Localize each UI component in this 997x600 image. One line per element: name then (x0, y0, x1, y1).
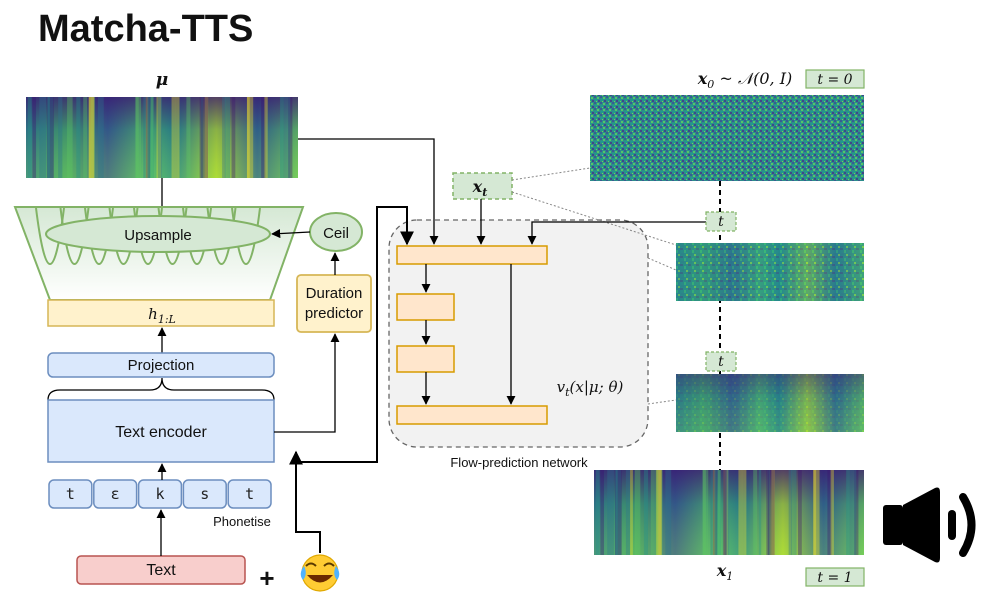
h-box: h1:L (47, 299, 275, 327)
text-encoder-box: Text encoder (47, 399, 275, 463)
x1-spectrogram (594, 470, 864, 555)
t-badge-upper: t (705, 211, 737, 232)
xt-box: xt (452, 172, 513, 200)
flow-block-bottom (396, 405, 548, 425)
plus-sign: + (259, 563, 274, 593)
phoneme-box: t (227, 479, 272, 509)
ceil-label: Ceil (323, 225, 349, 242)
t0-badge: t = 0 (805, 69, 865, 89)
text-input-box: Text (76, 555, 246, 585)
xt-spectrogram-2 (676, 374, 864, 432)
xt-label: x (472, 177, 483, 196)
x1-label: x1 (716, 561, 734, 583)
phoneme-box: t (48, 479, 93, 509)
xt-spectrogram-1 (676, 243, 864, 301)
phoneme-box: k (137, 479, 183, 509)
flow-label: Flow-prediction network (450, 455, 588, 470)
phoneme-box: s (182, 479, 227, 509)
svg-text:t: t (718, 354, 724, 370)
speaker-icon (883, 487, 976, 563)
phoneme-label: ɛ (111, 485, 120, 503)
svg-text:t = 0: t = 0 (817, 72, 852, 88)
t-badge-lower: t (705, 351, 737, 372)
duration-predictor-box: Duration predictor (296, 274, 372, 333)
vt-label: v (557, 378, 566, 396)
mu-label: μ (156, 70, 168, 90)
svg-text:t: t (718, 214, 724, 230)
h-sub: 1:L (158, 313, 176, 326)
phoneme-label: t (245, 485, 254, 503)
h-label: h (148, 305, 158, 323)
phonetise-label: Phonetise (213, 514, 271, 529)
phoneme-box: ɛ (93, 479, 138, 509)
svg-text:t = 1: t = 1 (817, 570, 852, 586)
phoneme-label: t (66, 485, 75, 503)
text-label: Text (146, 562, 176, 579)
phoneme-label: s (200, 485, 209, 503)
ceil-node: Ceil (309, 212, 363, 252)
text-encoder-label: Text encoder (115, 424, 207, 441)
phoneme-label: k (155, 485, 164, 503)
x0-label: x0 ~ 𝒩(0, I) (697, 69, 793, 91)
mu-spectrogram (26, 97, 298, 178)
svg-text:xt: xt (472, 177, 488, 199)
flow-prediction-panel: Flow-prediction network vt(x|μ; θ) (388, 219, 649, 470)
svg-text:vt(x|μ; θ): vt(x|μ; θ) (557, 378, 624, 399)
flow-block-top (396, 245, 548, 265)
page-title: Matcha-TTS (38, 8, 254, 50)
t1-badge: t = 1 (805, 567, 865, 587)
projection-box: Projection (47, 352, 275, 378)
flow-block-2 (396, 345, 455, 373)
emoji-icon (300, 554, 340, 592)
duration-label-1: Duration (306, 285, 363, 302)
upsample-label: Upsample (124, 227, 192, 244)
duration-label-2: predictor (305, 305, 363, 322)
svg-text:h1:L: h1:L (148, 305, 176, 326)
x0-spectrogram (590, 95, 864, 181)
brace (47, 377, 275, 401)
upsample-block: Upsample (13, 206, 305, 301)
projection-label: Projection (128, 357, 195, 374)
flow-block-1 (396, 293, 455, 321)
